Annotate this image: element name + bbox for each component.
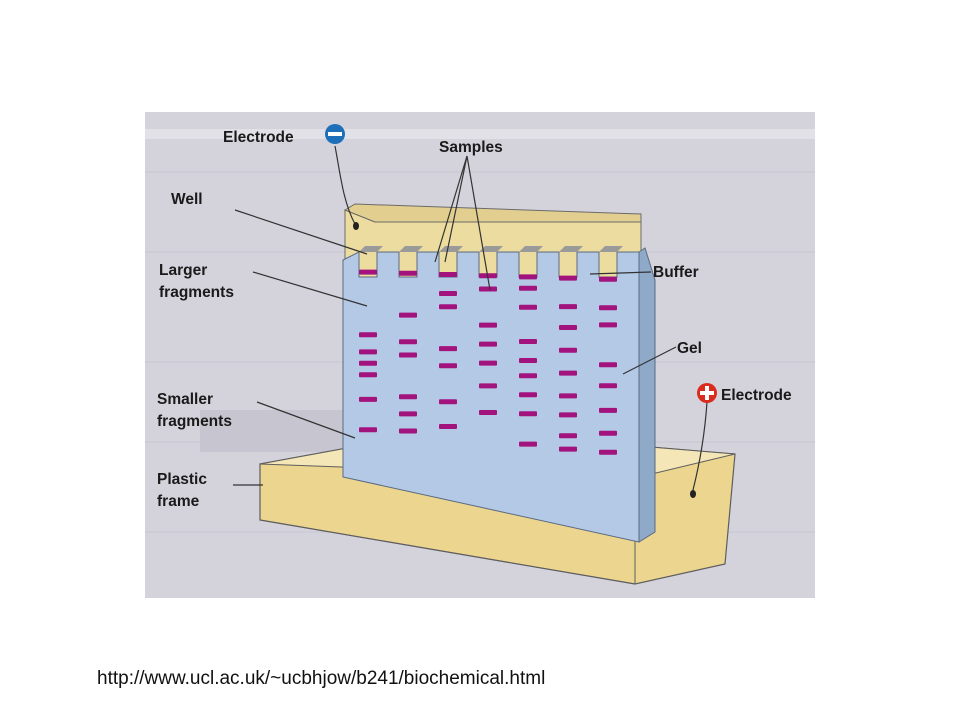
source-url[interactable]: http://www.ucl.ac.uk/~ucbhjow/b241/bioch…	[97, 668, 546, 689]
gel-leader	[622, 346, 677, 375]
dna-band	[479, 410, 497, 415]
dna-band	[359, 269, 377, 275]
samples-leader	[434, 155, 468, 263]
samples-leader	[466, 155, 491, 291]
dna-band	[559, 393, 577, 399]
dna-band	[439, 424, 457, 429]
dna-band	[599, 449, 617, 455]
dna-band	[519, 411, 537, 417]
dna-band	[559, 412, 577, 418]
dna-band	[599, 322, 617, 328]
dna-band	[439, 304, 457, 310]
dna-band	[559, 275, 577, 281]
smaller-fragments-label: Smaller fragments	[157, 391, 232, 430]
gel-side	[638, 247, 656, 543]
dna-band	[479, 360, 497, 366]
dna-band	[399, 312, 417, 318]
dna-band	[399, 270, 417, 276]
dna-band	[359, 396, 377, 402]
dna-band	[479, 322, 497, 328]
dna-band	[519, 274, 537, 280]
dna-band	[599, 430, 617, 436]
positive-electrode-icon	[697, 383, 717, 403]
dna-band	[359, 349, 377, 355]
electrode-negative-label: Electrode	[223, 129, 294, 146]
dna-band	[439, 291, 457, 296]
dna-band	[439, 346, 457, 352]
larger-fragments-leader	[252, 271, 368, 307]
well-leader	[234, 209, 368, 255]
dna-band	[599, 276, 617, 282]
dna-band	[519, 392, 537, 398]
dna-band	[439, 363, 457, 369]
dna-band	[359, 427, 377, 433]
dna-band	[519, 339, 537, 344]
dna-band	[559, 347, 577, 353]
dna-band	[399, 339, 417, 345]
dna-band	[559, 325, 577, 330]
dna-band	[399, 411, 417, 417]
larger-fragments-label: Larger fragments	[159, 262, 234, 301]
negative-electrode-wire	[334, 145, 356, 225]
dna-band	[399, 428, 417, 434]
samples-leader	[444, 155, 468, 263]
dna-band	[599, 407, 617, 413]
dna-band	[439, 272, 457, 277]
negative-electrode-icon	[325, 124, 345, 144]
buffer-leader	[589, 271, 652, 275]
dna-band	[399, 352, 417, 358]
dna-band	[559, 433, 577, 439]
dna-band	[599, 305, 617, 311]
dna-band	[479, 341, 497, 347]
dna-band	[519, 285, 537, 291]
dna-band	[399, 394, 417, 400]
dna-band	[439, 399, 457, 405]
negative-electrode-tip	[353, 222, 359, 230]
electrode-positive-label: Electrode	[721, 387, 792, 404]
dna-band	[519, 441, 537, 447]
buffer-plate-top	[343, 203, 642, 223]
dna-band	[519, 358, 537, 363]
gel-label: Gel	[677, 340, 702, 357]
dna-band	[479, 286, 497, 292]
dna-band	[559, 370, 577, 376]
dna-band	[519, 373, 537, 379]
well-label: Well	[171, 191, 203, 208]
dna-band	[599, 383, 617, 389]
dna-band	[599, 362, 617, 368]
dna-band	[559, 446, 577, 452]
dna-band	[359, 332, 377, 338]
dna-band	[479, 383, 497, 389]
buffer-label: Buffer	[653, 264, 699, 281]
positive-electrode-tip	[690, 490, 696, 498]
dna-band	[559, 304, 577, 310]
plastic-frame-label: Plastic frame	[157, 471, 211, 510]
smaller-fragments-leader	[256, 401, 356, 439]
dna-band	[519, 304, 537, 310]
dna-bands	[359, 269, 617, 455]
positive-electrode-wire	[692, 401, 708, 491]
dna-band	[359, 360, 377, 366]
wells	[359, 246, 623, 252]
gel-electrophoresis-figure: Electrode Samples Well Larger fragments …	[145, 112, 815, 598]
dna-band	[359, 372, 377, 378]
samples-label: Samples	[439, 139, 503, 156]
